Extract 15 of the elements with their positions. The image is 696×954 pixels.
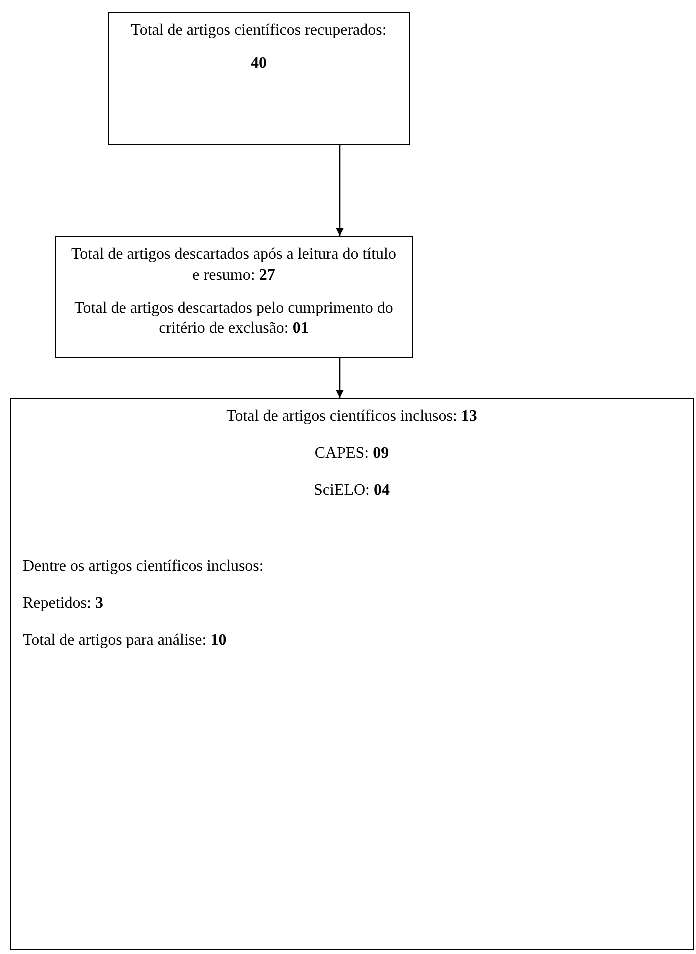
box-text: Total de artigos descartados pelo cumprimento do critério de exclusão: 01 xyxy=(74,298,394,340)
box-text: Total de artigos para análise: 10 xyxy=(23,630,228,651)
box-text: Total de artigos científicos inclusos: 13 xyxy=(226,407,478,427)
box-text: Total de artigos descartados após a leitura do título e resumo: 27 xyxy=(70,245,398,286)
process-box xyxy=(10,398,694,950)
box-text: SciELO: 04 xyxy=(313,480,391,501)
box-text: Dentre os artigos científicos inclusos: xyxy=(23,557,265,578)
box-text: Total de artigos científicos recuperados: xyxy=(130,21,388,41)
box-text: CAPES: 09 xyxy=(314,444,390,464)
arrow xyxy=(336,358,344,398)
box-text: 40 xyxy=(250,54,268,74)
arrow xyxy=(336,145,344,236)
process-box xyxy=(108,12,410,145)
box-text: Repetidos: 3 xyxy=(23,594,104,614)
process-box xyxy=(55,236,413,358)
